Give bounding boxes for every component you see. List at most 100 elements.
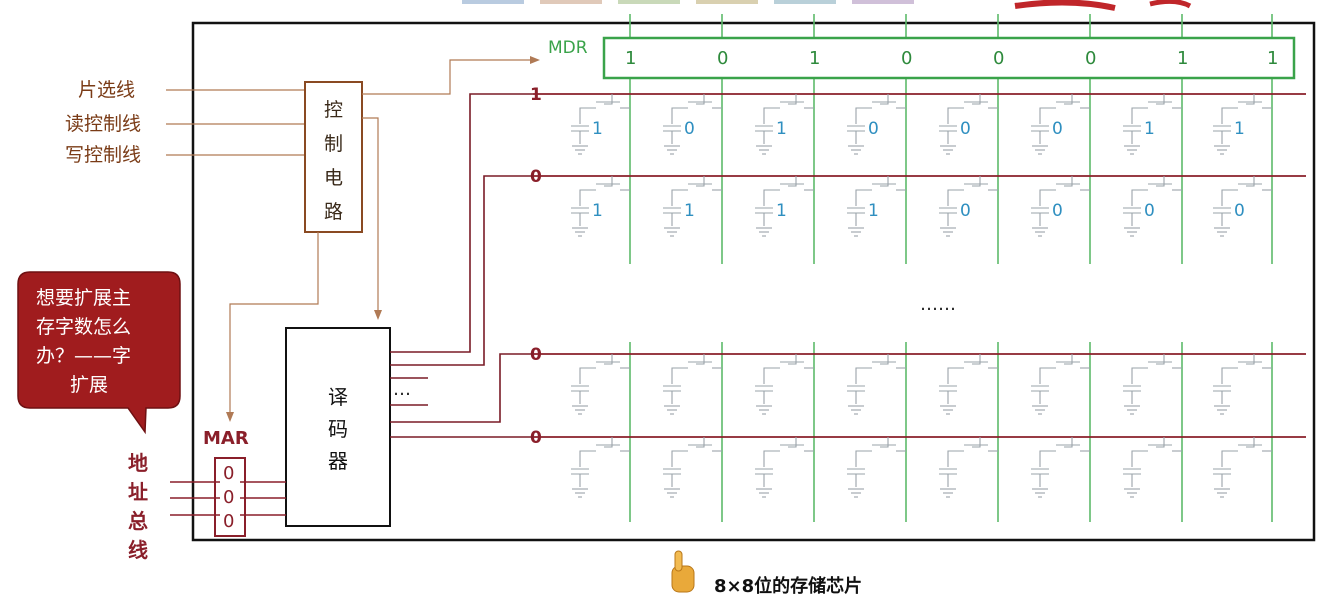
signal-chip-select: 片选线 — [78, 79, 135, 101]
mar-bit: 0 — [223, 487, 234, 508]
cell-value: 0 — [1052, 201, 1063, 221]
decoder-char: 译 — [328, 385, 348, 409]
word-line-value: 0 — [530, 428, 542, 448]
storage-cell — [1031, 354, 1090, 415]
storage-cell — [1123, 94, 1182, 155]
decoder-output-wire — [390, 353, 533, 423]
cell-value: 0 — [960, 201, 971, 221]
decoder-char: 器 — [328, 449, 348, 473]
cell-value: 1 — [1144, 119, 1155, 139]
chip-frame — [191, 21, 1316, 542]
word-line-value: 0 — [530, 167, 542, 187]
bubble-text: 办？——字 — [36, 345, 131, 367]
storage-cell — [571, 94, 630, 155]
control-circuit: 控 制 电 路 — [226, 56, 540, 422]
storage-cell — [755, 176, 814, 237]
cell-value: 0 — [684, 119, 695, 139]
caption-group: 8×8位的存储芯片 — [671, 550, 862, 597]
control-char: 电 — [324, 167, 343, 189]
storage-cell — [663, 354, 722, 415]
storage-cell — [1213, 176, 1272, 237]
cell-value: 1 — [1234, 119, 1245, 139]
arrow-icon — [226, 412, 234, 422]
mar-register: MAR 0 0 0 — [170, 428, 286, 537]
signal-write-control: 写控制线 — [65, 144, 141, 166]
cell-value: 0 — [1144, 201, 1155, 221]
decoder-box — [285, 327, 391, 527]
control-char: 路 — [324, 201, 343, 223]
storage-cell — [1123, 176, 1182, 237]
pointing-hand-icon — [671, 550, 695, 593]
cell-value: 0 — [1052, 119, 1063, 139]
cell-value: 0 — [868, 119, 879, 139]
word-line-value: 0 — [530, 345, 542, 365]
storage-cell — [571, 354, 630, 415]
word-line-value: 1 — [530, 85, 542, 105]
decoder: 译 码 器 … — [285, 93, 533, 527]
storage-cell — [939, 94, 998, 155]
address-bus-char: 线 — [128, 538, 148, 562]
arrow-icon — [374, 310, 382, 320]
storage-cell — [1031, 176, 1090, 237]
storage-cell — [1031, 94, 1090, 155]
storage-cell — [571, 176, 630, 237]
mdr-bit: 1 — [625, 48, 636, 69]
control-signals: 片选线 读控制线 写控制线 — [65, 79, 305, 166]
control-to-decoder-wire — [362, 117, 379, 310]
decoder-output-wire — [390, 175, 533, 366]
bubble-text: 扩展 — [70, 374, 108, 396]
cell-value: 1 — [868, 201, 879, 221]
storage-cell — [1123, 354, 1182, 415]
control-to-mar-wire — [229, 232, 319, 412]
speech-bubble: 想要扩展主 存字数怎么 办？——字 扩展 — [17, 271, 181, 435]
mar-label: MAR — [203, 428, 249, 449]
rows-ellipsis: …… — [920, 294, 956, 315]
storage-cell — [755, 354, 814, 415]
top-decor — [462, 0, 1192, 11]
cell-value: 1 — [776, 119, 787, 139]
storage-cell — [847, 176, 906, 237]
decoder-char: 码 — [328, 417, 348, 441]
control-char: 控 — [324, 99, 343, 121]
storage-cell — [755, 437, 814, 498]
storage-cell — [1031, 437, 1090, 498]
mar-bit: 0 — [223, 463, 234, 484]
storage-cell — [939, 176, 998, 237]
storage-cell — [939, 354, 998, 415]
address-bus-char: 地 — [128, 451, 148, 475]
storage-cell — [847, 94, 906, 155]
address-bus-char: 总 — [128, 509, 148, 533]
mdr-bit: 1 — [1177, 48, 1188, 69]
cell-value: 0 — [1234, 201, 1245, 221]
storage-cell — [1213, 437, 1272, 498]
bit-lines — [629, 14, 1273, 522]
mdr-bit: 0 — [717, 48, 728, 69]
mdr-box — [602, 36, 1296, 80]
storage-cell — [1213, 94, 1272, 155]
cell-value: 1 — [592, 201, 603, 221]
storage-cell — [1123, 437, 1182, 498]
arrow-icon — [530, 56, 540, 64]
mdr-label: MDR — [548, 38, 588, 58]
storage-cell — [939, 437, 998, 498]
mdr-bit: 0 — [993, 48, 1004, 69]
mdr-bit: 1 — [809, 48, 820, 69]
storage-cell — [663, 176, 722, 237]
storage-cell — [847, 437, 906, 498]
control-to-mdr-wire — [362, 59, 530, 95]
address-bus-char: 址 — [128, 480, 148, 504]
control-char: 制 — [324, 133, 343, 155]
caption: 8×8位的存储芯片 — [714, 575, 862, 597]
cell-value: 1 — [776, 201, 787, 221]
mar-bit: 0 — [223, 511, 234, 532]
signal-read-control: 读控制线 — [65, 113, 141, 135]
storage-cell — [847, 354, 906, 415]
address-bus-label: 地 址 总 线 — [128, 451, 148, 562]
storage-cell — [663, 437, 722, 498]
mdr-bit: 0 — [1085, 48, 1096, 69]
control-circuit-box — [304, 81, 363, 233]
